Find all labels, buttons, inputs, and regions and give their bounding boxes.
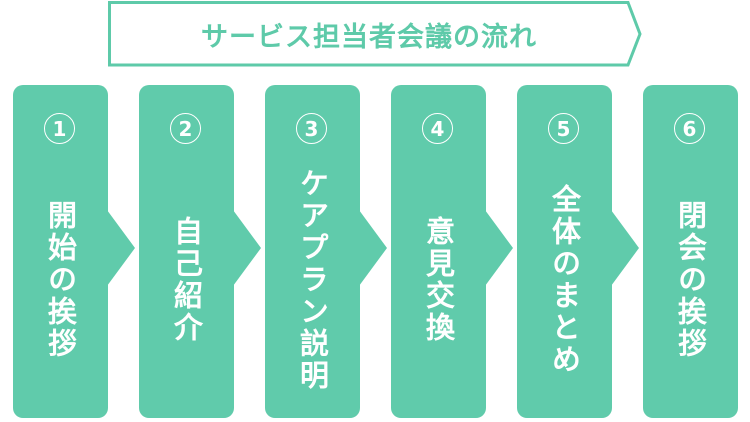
step-3: 3 ケアプラン説明 <box>265 85 387 418</box>
title-banner-outline <box>108 0 642 67</box>
step-label: 閉会の挨拶 <box>673 200 708 360</box>
step-4: 4 意見交換 <box>391 85 513 418</box>
step-number: 2 <box>170 113 201 144</box>
step-label: 自己紹介 <box>169 216 204 344</box>
arrow-right-icon <box>233 210 261 286</box>
step-number: 6 <box>674 113 705 144</box>
step-label: 意見交換 <box>421 216 456 344</box>
arrow-right-icon <box>107 210 135 286</box>
step-label: ケアプラン説明 <box>295 168 330 392</box>
step-6: 6 閉会の挨拶 <box>643 85 738 418</box>
step-number: 3 <box>296 113 327 144</box>
step-number: 1 <box>44 113 75 144</box>
step-number: 4 <box>422 113 453 144</box>
step-label: 開始の挨拶 <box>43 200 78 360</box>
arrow-right-icon <box>611 210 639 286</box>
step-number: 5 <box>548 113 579 144</box>
step-2: 2 自己紹介 <box>139 85 261 418</box>
step-label: 全体のまとめ <box>547 184 582 376</box>
arrow-right-icon <box>359 210 387 286</box>
arrow-right-icon <box>485 210 513 286</box>
step-1: 1 開始の挨拶 <box>13 85 135 418</box>
step-5: 5 全体のまとめ <box>517 85 639 418</box>
page-title: サービス担当者会議の流れ <box>201 21 537 53</box>
